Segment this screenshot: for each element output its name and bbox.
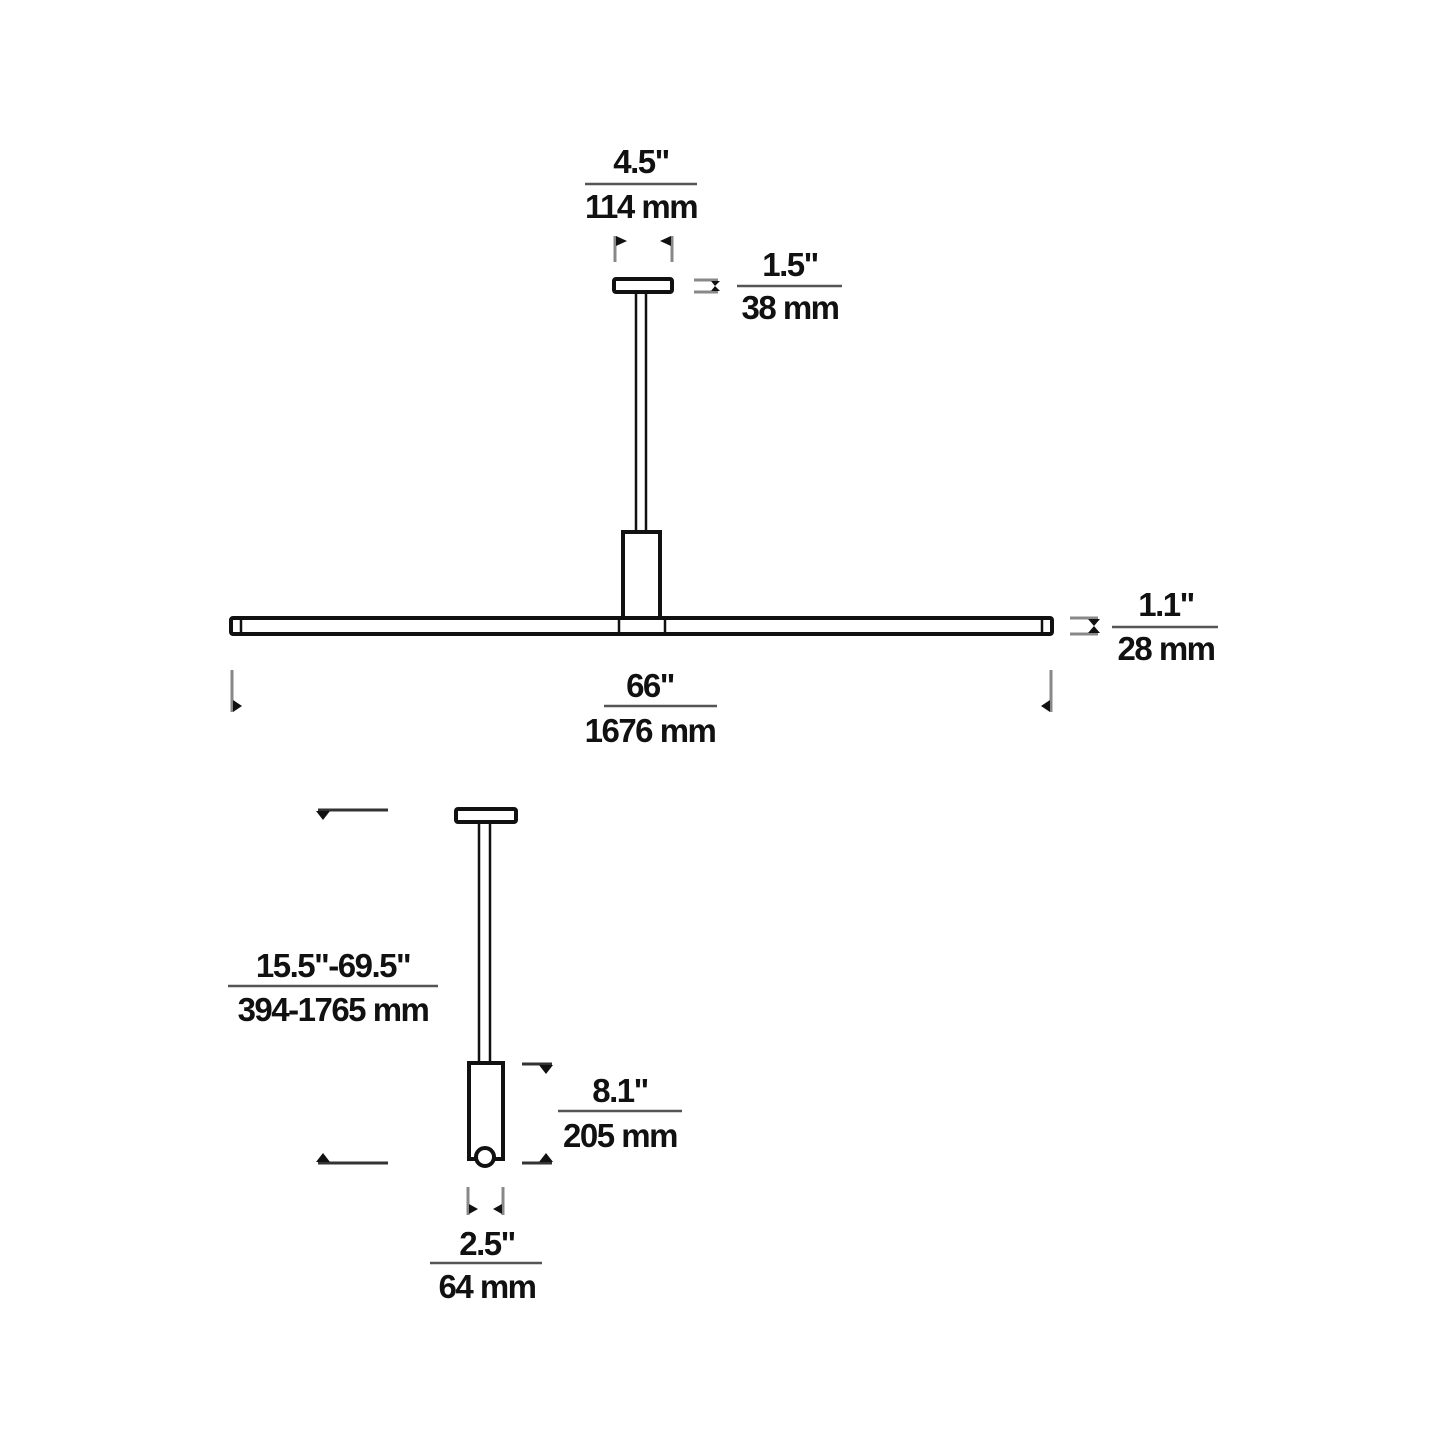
dimension-body-width: 2.5" 64 mm xyxy=(430,1187,542,1305)
body-height-metric: 205 mm xyxy=(563,1117,677,1154)
overall-height-imperial: 15.5"-69.5" xyxy=(256,947,410,984)
canopy-height-metric: 38 mm xyxy=(741,289,838,326)
arrow-icon xyxy=(1088,626,1100,633)
arrow-icon xyxy=(539,1153,553,1162)
dimension-bar-height: 1.1" 28 mm xyxy=(1070,586,1218,667)
arrow-icon xyxy=(1041,700,1050,712)
driver-body xyxy=(621,530,662,620)
bar-height-metric: 28 mm xyxy=(1117,630,1214,667)
overall-width-metric: 1676 mm xyxy=(585,712,716,749)
canopy-width-metric: 114 mm xyxy=(585,188,697,225)
dimension-overall-height: 15.5"-69.5" 394-1765 mm xyxy=(228,808,438,1165)
arrow-icon xyxy=(233,700,242,712)
light-head xyxy=(474,1146,496,1168)
arrow-icon xyxy=(660,236,671,246)
canopy-height-imperial: 1.5" xyxy=(762,246,818,283)
overall-height-metric: 394-1765 mm xyxy=(238,991,429,1028)
body-width-metric: 64 mm xyxy=(438,1268,535,1305)
arrow-icon xyxy=(469,1204,478,1214)
side-view-fixture xyxy=(454,807,518,1168)
arrow-icon xyxy=(711,281,720,286)
arrow-icon xyxy=(316,1153,330,1162)
front-view-fixture xyxy=(229,277,1054,636)
dimension-overall-width: 66" 1676 mm xyxy=(230,667,1053,749)
arrow-icon xyxy=(711,286,720,291)
light-bar xyxy=(229,616,1054,636)
canopy xyxy=(612,277,674,294)
arrow-icon xyxy=(539,1065,553,1074)
arrow-icon xyxy=(316,811,330,820)
arrow-icon xyxy=(1088,619,1100,626)
arrow-icon xyxy=(616,236,627,246)
canopy xyxy=(454,807,518,824)
body-width-imperial: 2.5" xyxy=(459,1225,515,1262)
dimension-body-height: 8.1" 205 mm xyxy=(522,1062,682,1165)
arrow-icon xyxy=(493,1204,502,1214)
driver-body xyxy=(467,1061,505,1161)
bar-height-imperial: 1.1" xyxy=(1138,586,1194,623)
dimension-canopy-height: 1.5" 38 mm xyxy=(694,246,842,326)
body-height-imperial: 8.1" xyxy=(592,1072,648,1109)
dimension-canopy-width: 4.5" 114 mm xyxy=(585,143,699,262)
canopy-width-imperial: 4.5" xyxy=(613,143,669,180)
overall-width-imperial: 66" xyxy=(626,667,674,704)
